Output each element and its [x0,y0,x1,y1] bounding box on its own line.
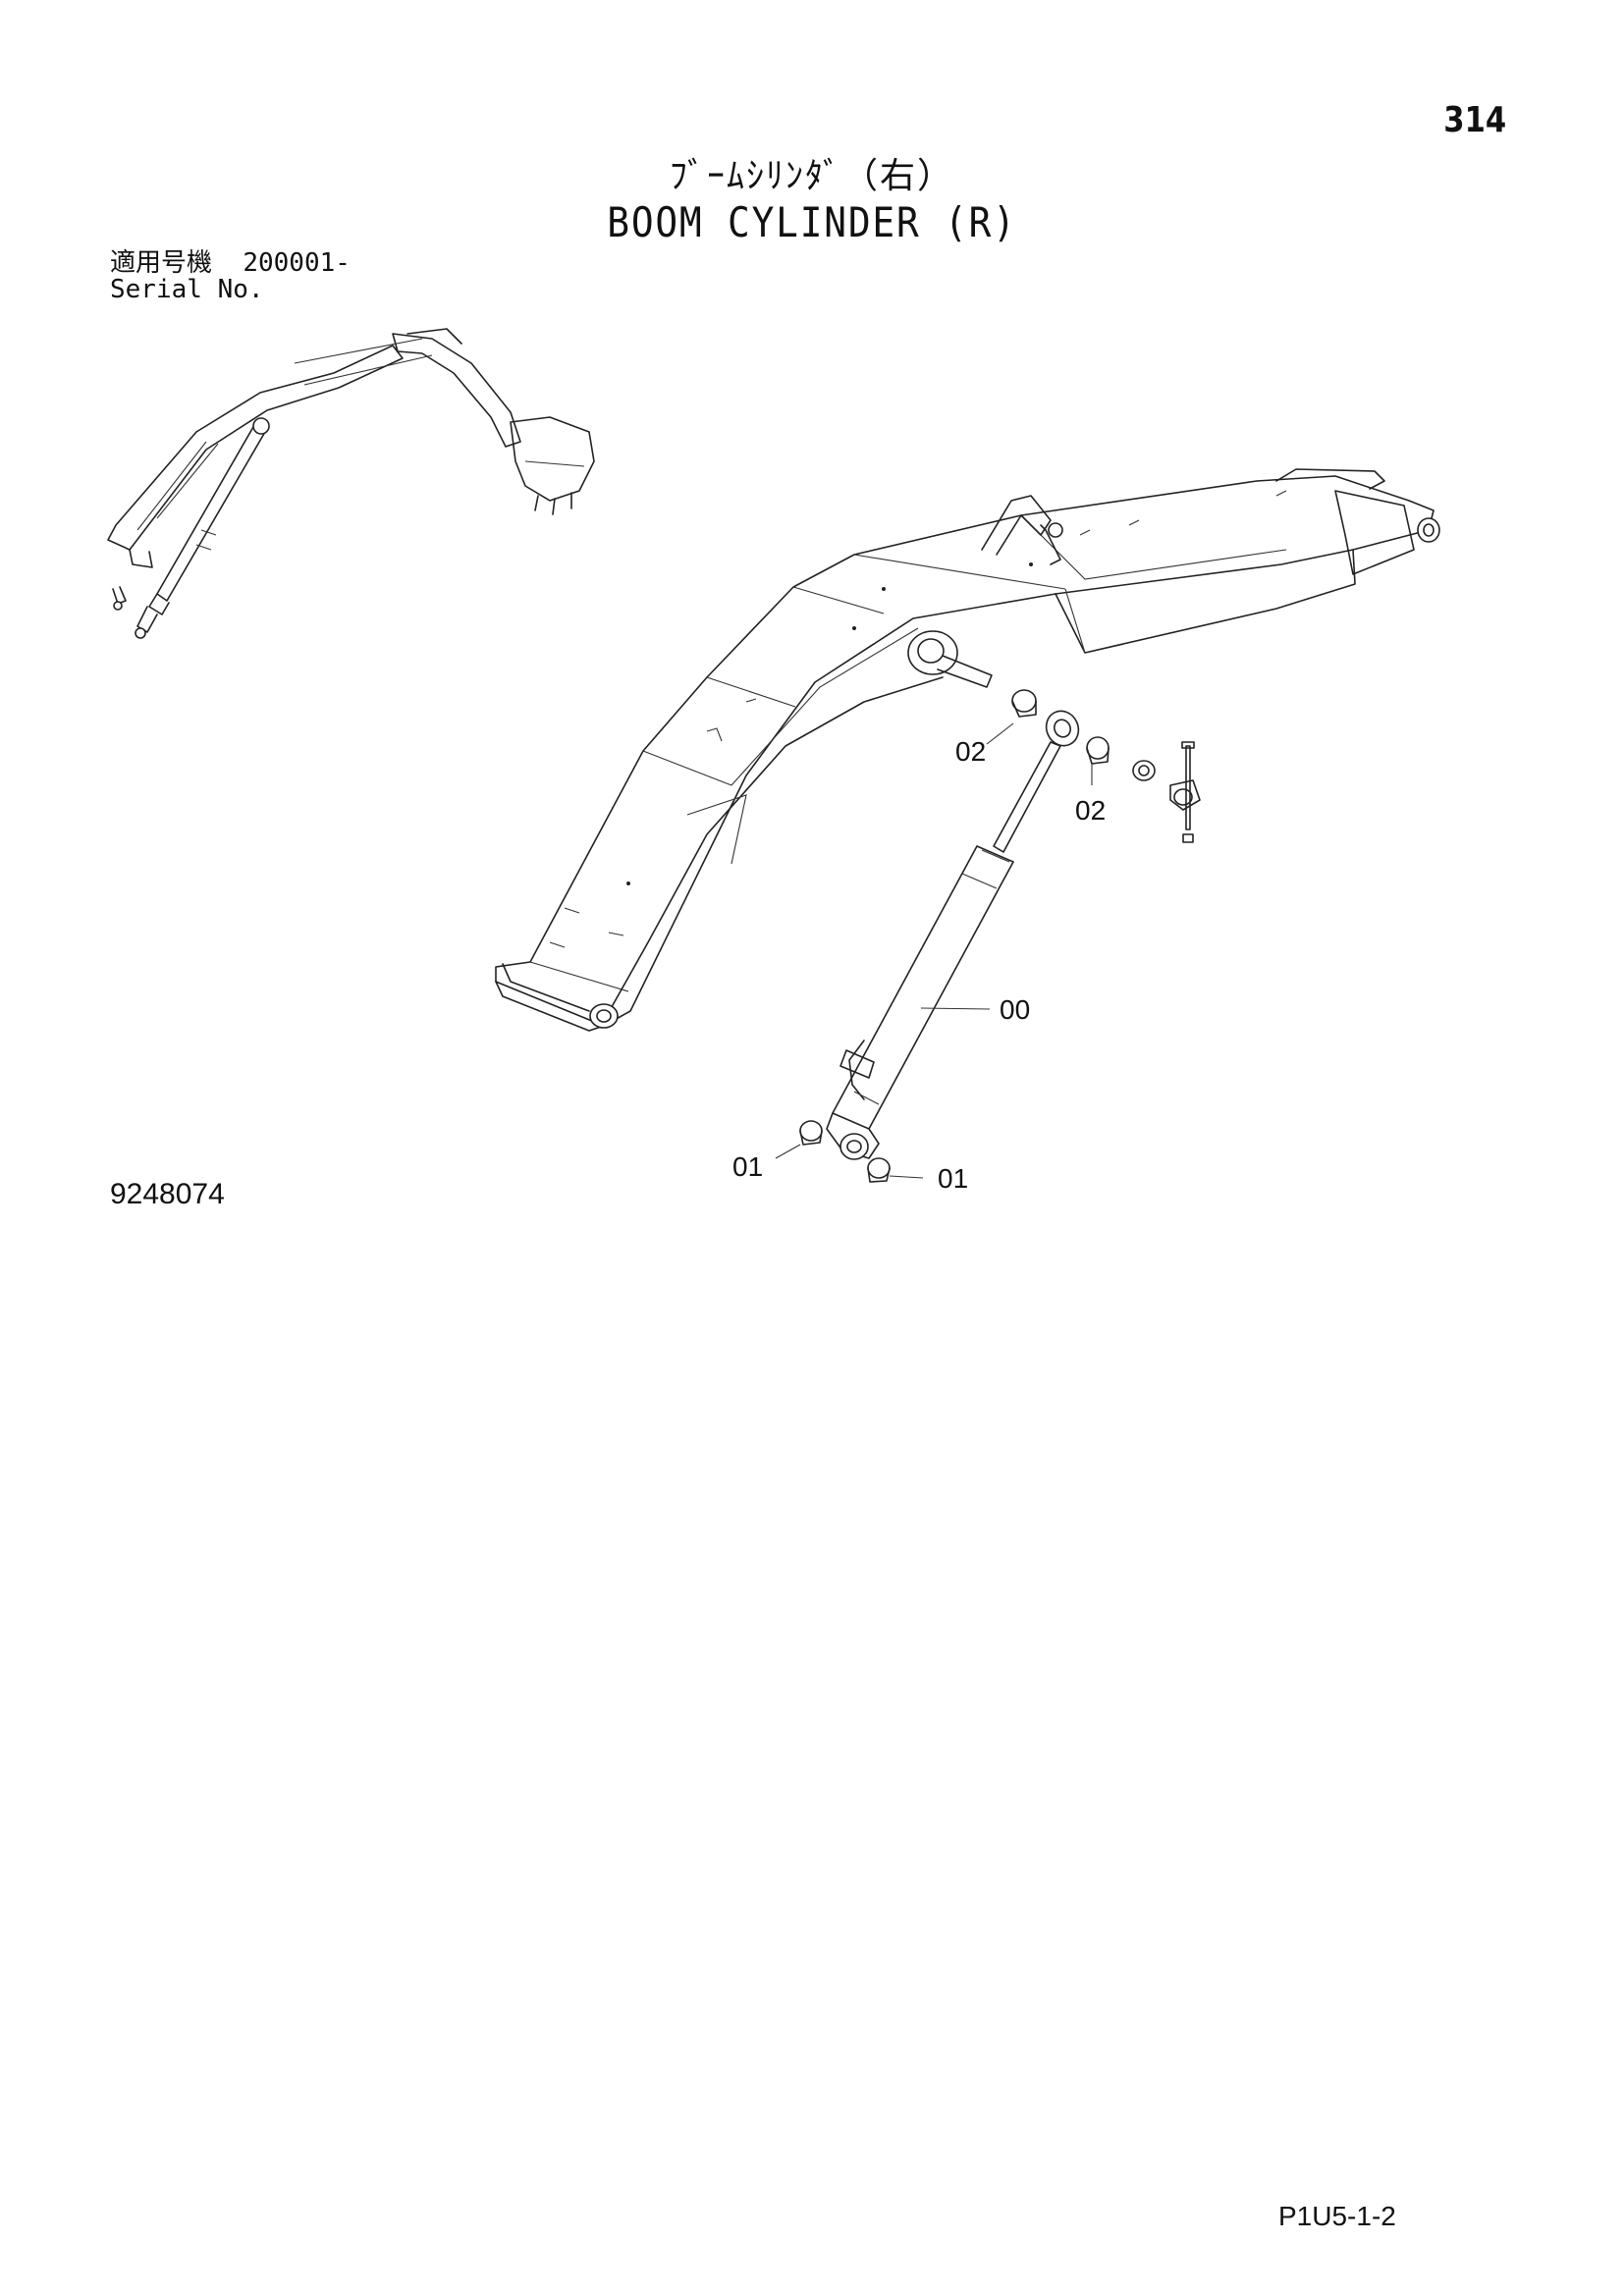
thumbnail-front-attachment [107,328,595,639]
serial-number-block: 適用号機 200001- Serial No. [110,250,351,303]
serial-label-en: Serial No. [110,275,264,304]
callout-01-right: 01 [938,1163,968,1194]
boom-cylinder [826,710,1080,1160]
callout-01-left: 01 [732,1151,763,1182]
serial-value: 200001- [243,248,351,278]
serial-label-jp: 適用号機 [110,248,213,278]
main-boom [495,468,1440,1032]
drawing-number: 9248074 [110,1178,225,1210]
footer-code: P1U5-1-2 [1278,2201,1396,2231]
callout-02-left: 02 [955,736,986,767]
callout-00: 00 [1000,994,1030,1025]
page-number: 314 [1443,100,1506,140]
title-japanese: ﾌﾞｰﾑｼﾘﾝﾀﾞ（右） [669,156,954,196]
title-english: BOOM CYLINDER (R) [607,198,1017,246]
pin-and-bushing-parts [775,689,1201,1183]
callout-02-right: 02 [1075,795,1106,826]
serial-row-jp: 適用号機 200001- [110,250,351,277]
